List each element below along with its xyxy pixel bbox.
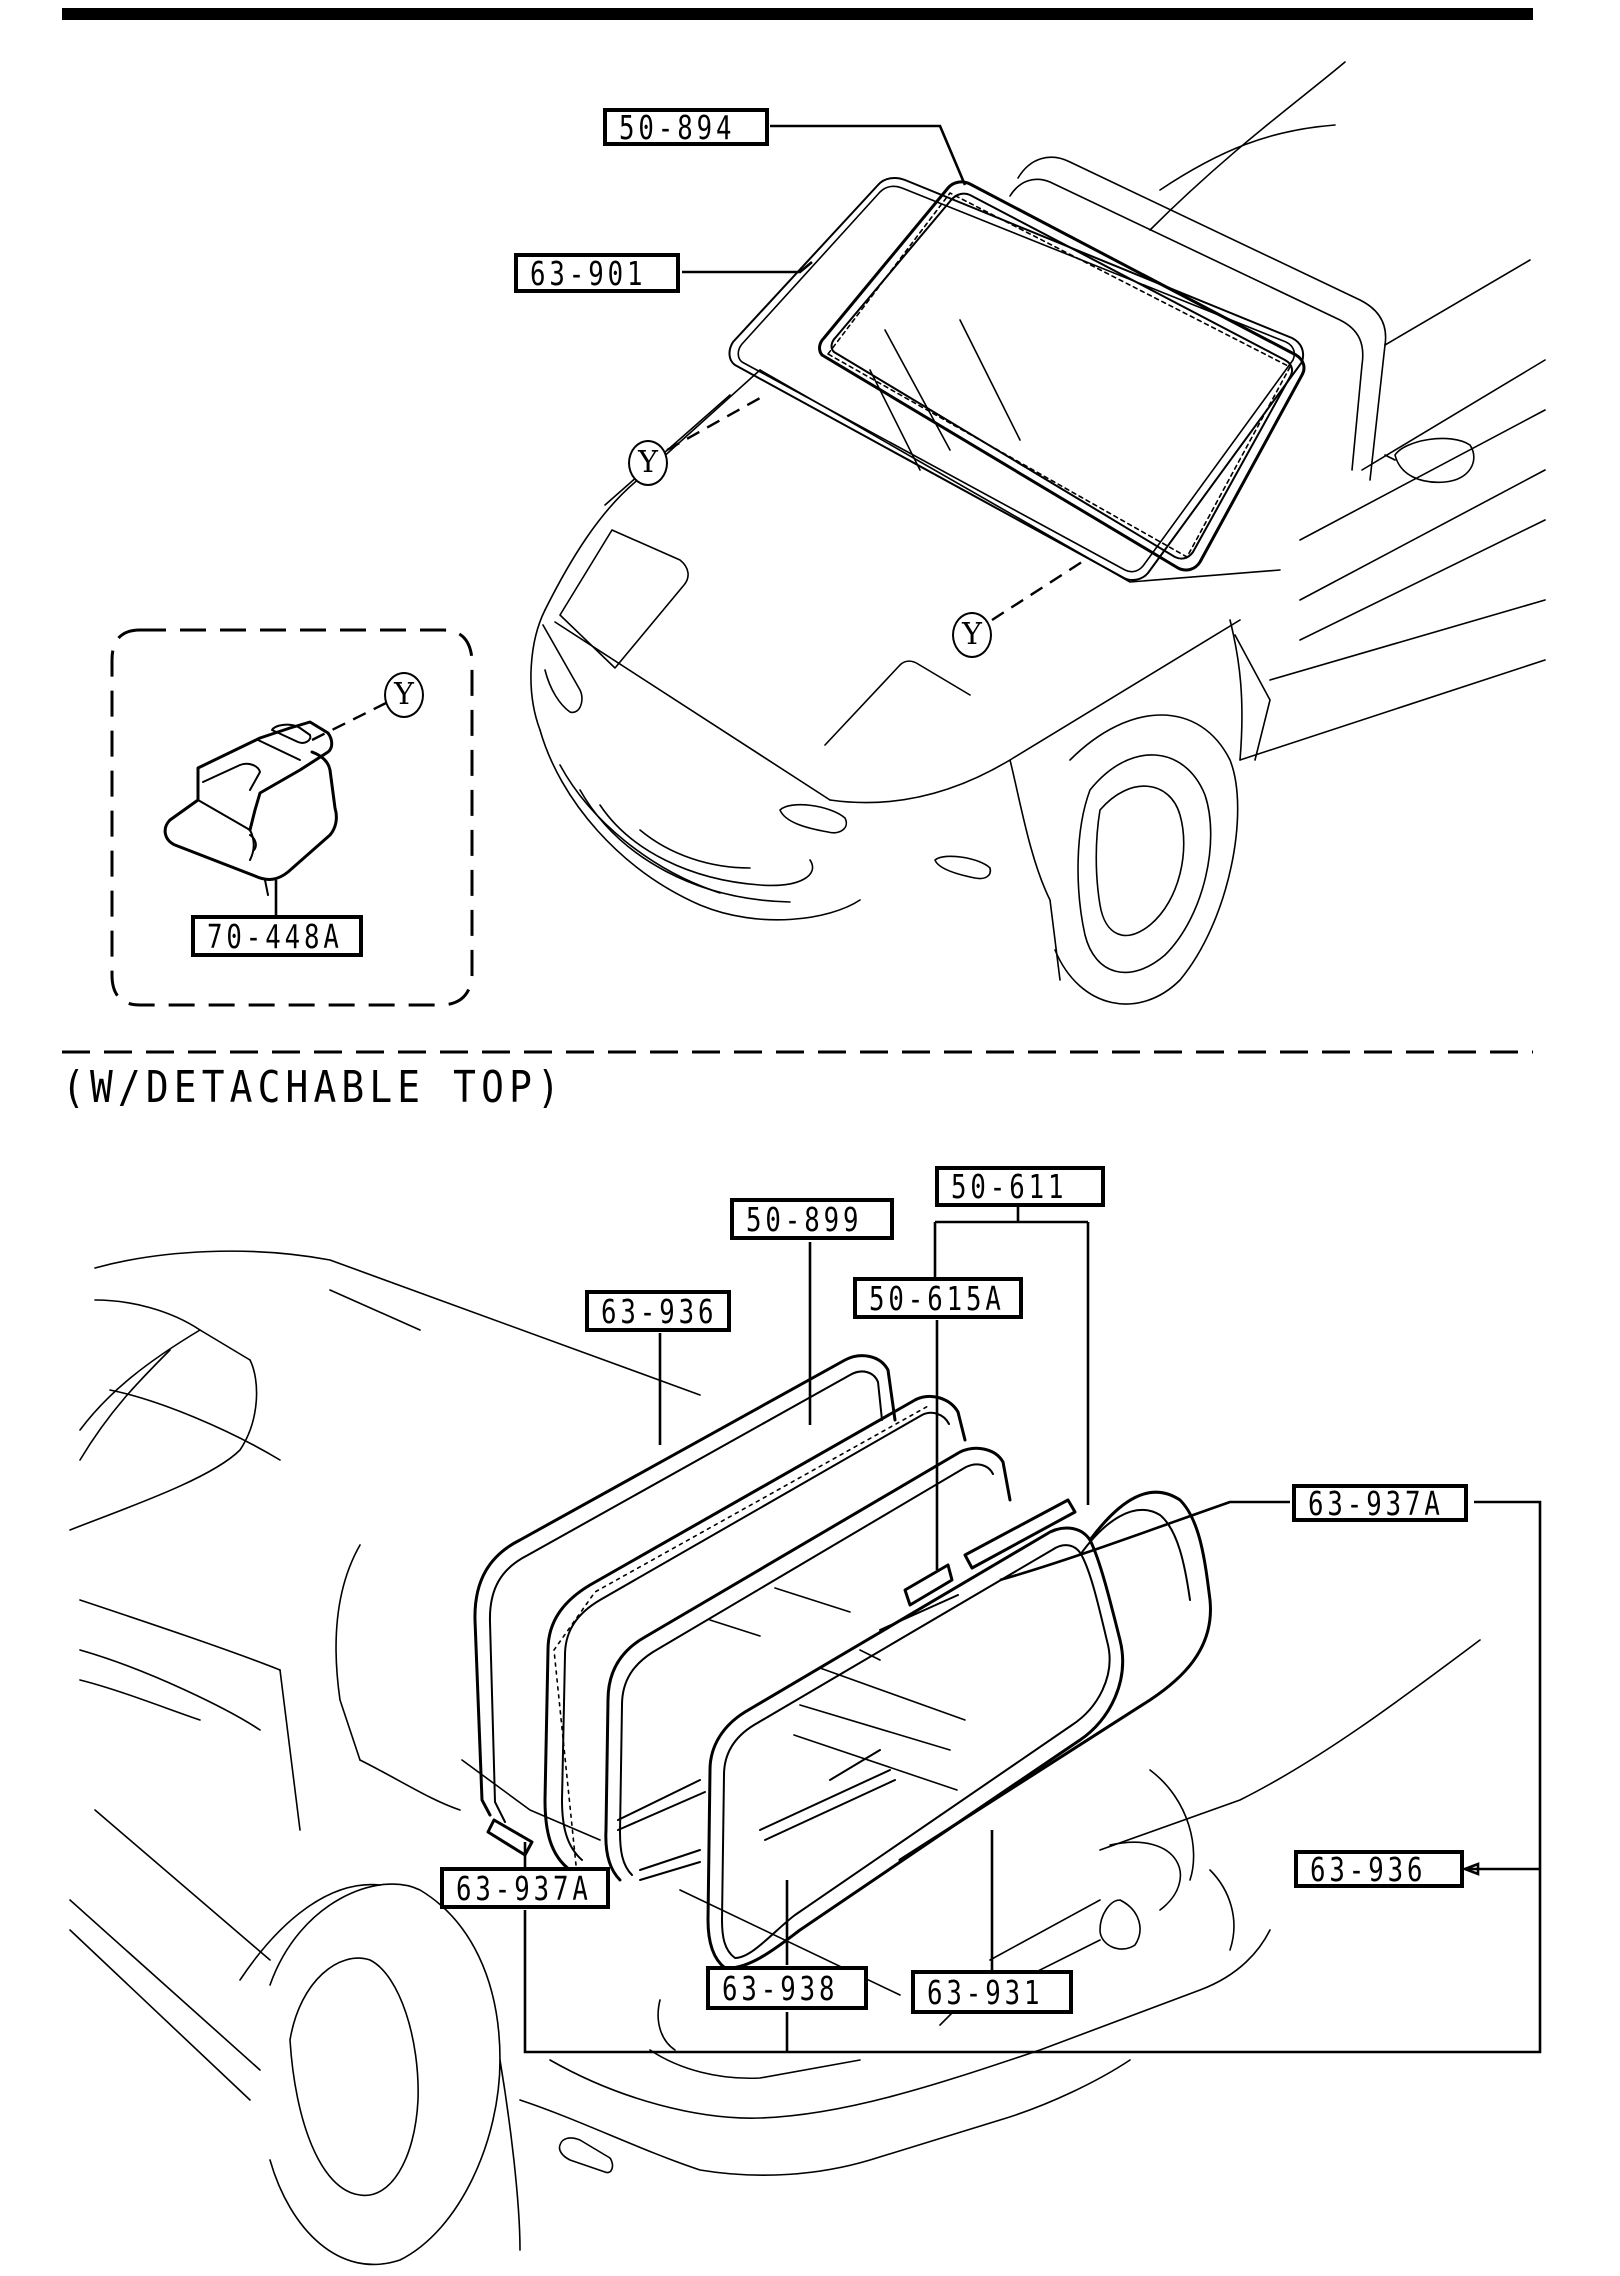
leader-63-936-right bbox=[1461, 1862, 1540, 1876]
leader-63-937A-left bbox=[523, 1842, 1542, 2054]
callout-50-899-label: 50-899 bbox=[746, 1199, 863, 1239]
leader-y-hood-right bbox=[991, 558, 1086, 622]
callout-50-894-label: 50-894 bbox=[619, 107, 736, 147]
windshield-molding bbox=[818, 180, 1306, 572]
leader-63-901 bbox=[682, 261, 813, 274]
callout-63-901[interactable]: 63-901 bbox=[514, 253, 680, 293]
callout-50-615A-label: 50-615A bbox=[869, 1278, 1005, 1318]
leader-y-inset bbox=[311, 701, 387, 742]
callout-50-894[interactable]: 50-894 bbox=[603, 108, 769, 146]
callout-63-936-right-label: 63-936 bbox=[1310, 1849, 1427, 1889]
leader-63-937A-right bbox=[999, 1500, 1542, 1869]
rear-window-weatherstrips bbox=[473, 1354, 1212, 1970]
callout-63-937A-left-label: 63-937A bbox=[456, 1868, 592, 1908]
reference-mark-letter: Y bbox=[394, 677, 414, 712]
callout-63-938[interactable]: 63-938 bbox=[706, 1966, 868, 2010]
windshield-glass bbox=[728, 176, 1305, 582]
car-rear-drawing bbox=[69, 1250, 1481, 2266]
header-rule bbox=[62, 8, 1533, 20]
section-heading-detachable-top: (W/DETACHABLE TOP) bbox=[62, 1062, 565, 1113]
callout-63-936-top-label: 63-936 bbox=[601, 1291, 718, 1331]
callout-50-899[interactable]: 50-899 bbox=[730, 1198, 894, 1240]
callout-63-936-right[interactable]: 63-936 bbox=[1294, 1850, 1464, 1888]
callout-70-448A-label: 70-448A bbox=[207, 916, 343, 956]
callout-63-937A-left[interactable]: 63-937A bbox=[440, 1867, 610, 1909]
reference-mark-letter: Y bbox=[962, 617, 982, 652]
reference-mark-y-inset: Y bbox=[384, 672, 424, 718]
clip-part-drawing bbox=[163, 720, 338, 896]
leader-50-894 bbox=[770, 124, 967, 186]
callout-50-611[interactable]: 50-611 bbox=[935, 1166, 1105, 1207]
callout-63-901-label: 63-901 bbox=[530, 253, 647, 293]
callout-63-931-label: 63-931 bbox=[927, 1972, 1044, 2012]
callout-50-615A[interactable]: 50-615A bbox=[853, 1277, 1023, 1319]
callout-63-936-top[interactable]: 63-936 bbox=[585, 1290, 731, 1332]
reference-mark-y-hood-left: Y bbox=[628, 440, 668, 486]
inset-frame bbox=[110, 628, 474, 1007]
car-front-drawing bbox=[530, 61, 1546, 1005]
callout-50-611-label: 50-611 bbox=[951, 1167, 1068, 1206]
reference-mark-y-hood-right: Y bbox=[952, 612, 992, 658]
callout-63-937A-right[interactable]: 63-937A bbox=[1292, 1484, 1468, 1522]
callout-63-937A-right-label: 63-937A bbox=[1308, 1483, 1444, 1523]
leader-50-611 bbox=[933, 1207, 1090, 1505]
leader-y-hood-left bbox=[666, 396, 761, 452]
callout-70-448A[interactable]: 70-448A bbox=[191, 915, 363, 957]
callout-63-938-label: 63-938 bbox=[722, 1968, 839, 2008]
callout-63-931[interactable]: 63-931 bbox=[911, 1970, 1073, 2014]
reference-mark-letter: Y bbox=[638, 445, 658, 480]
